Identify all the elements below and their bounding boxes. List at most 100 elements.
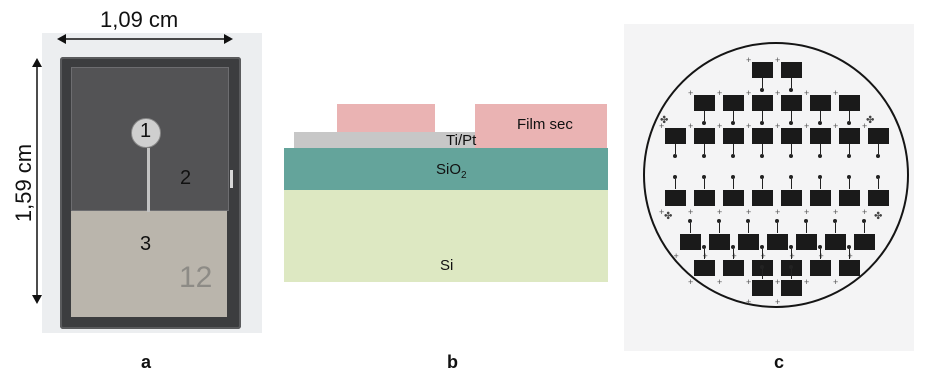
- sensor-lead: [805, 223, 807, 233]
- sensor-contact-dot: [673, 154, 677, 158]
- label-sio2: SiO2: [436, 161, 467, 181]
- sensor-cell: [723, 128, 744, 144]
- alignment-plus: +: [717, 207, 723, 217]
- alignment-plus: +: [717, 121, 723, 131]
- sensor-cell: [781, 190, 802, 206]
- layer-film-right: [475, 104, 607, 148]
- alignment-plus: +: [847, 251, 853, 261]
- chip-edge-highlight: [230, 170, 233, 188]
- alignment-plus: +: [833, 207, 839, 217]
- alignment-plus: +: [688, 88, 694, 98]
- chip-region-2: [71, 67, 229, 211]
- alignment-plus: +: [760, 251, 766, 261]
- alignment-plus: +: [746, 207, 752, 217]
- alignment-plus: +: [688, 277, 694, 287]
- alignment-plus: +: [702, 251, 708, 261]
- alignment-plus: +: [775, 277, 781, 287]
- sensor-cell: [839, 95, 860, 111]
- sensor-lead: [849, 179, 850, 189]
- sensor-contact-dot: [702, 175, 706, 179]
- sensor-contact-dot: [818, 245, 822, 249]
- sensor-cell: [752, 62, 773, 78]
- sensor-lead: [791, 179, 792, 189]
- sensor-lead: [704, 249, 705, 259]
- sensor-contact-dot: [861, 219, 866, 223]
- alignment-plus: +: [818, 251, 824, 261]
- sensor-contact-dot: [702, 245, 706, 249]
- chip-region-3-pad: [71, 211, 227, 317]
- sensor-lead: [820, 249, 821, 259]
- sensor-lead: [820, 111, 821, 121]
- sensor-contact-dot: [847, 245, 851, 249]
- sensor-cell: [853, 234, 875, 250]
- sensor-contact-dot: [760, 265, 764, 269]
- alignment-plus: +: [775, 297, 781, 307]
- sensor-contact-dot: [702, 154, 706, 158]
- sensor-contact-dot: [760, 154, 764, 158]
- caption-b: b: [447, 352, 458, 372]
- alignment-plus: +: [717, 88, 723, 98]
- sensor-cell: [694, 95, 715, 111]
- sensor-contact-dot: [731, 121, 735, 125]
- sensor-lead: [776, 223, 778, 233]
- sensor-lead: [863, 223, 865, 233]
- sensor-lead: [704, 179, 705, 189]
- sensor-cell: [839, 260, 860, 276]
- alignment-plus: +: [688, 207, 694, 217]
- sensor-contact-dot: [818, 154, 822, 158]
- alignment-plus: +: [717, 277, 723, 287]
- chip-electrode-1: [131, 118, 161, 148]
- alignment-plus: +: [833, 88, 839, 98]
- sensor-lead: [849, 111, 850, 121]
- sensor-contact-dot: [847, 121, 851, 125]
- alignment-plus: +: [731, 251, 737, 261]
- sensor-contact-dot: [818, 121, 822, 125]
- layer-sio2: [284, 148, 608, 190]
- sensor-lead: [820, 179, 821, 189]
- sensor-lead: [791, 249, 792, 259]
- sensor-contact-dot: [673, 175, 677, 179]
- sensor-cell: [824, 234, 846, 250]
- sensor-lead: [675, 179, 676, 189]
- sensor-cell: [810, 260, 831, 276]
- alignment-plus: +: [804, 88, 810, 98]
- sensor-cell: [708, 234, 730, 250]
- sensor-contact-dot: [789, 154, 793, 158]
- alignment-plus: +: [833, 277, 839, 287]
- label-tipt: Ti/Pt: [446, 132, 477, 149]
- sensor-lead: [791, 111, 792, 121]
- sensor-cell: [868, 128, 889, 144]
- alignment-plus: +: [746, 88, 752, 98]
- sensor-lead: [849, 249, 850, 259]
- sensor-cell: [839, 190, 860, 206]
- alignment-plus: +: [862, 207, 868, 217]
- sensor-lead: [733, 179, 734, 189]
- sensor-cell: [752, 128, 773, 144]
- sensor-cell: [781, 128, 802, 144]
- sensor-cell: [665, 128, 686, 144]
- sensor-cell: [737, 234, 759, 250]
- sensor-cell: [752, 190, 773, 206]
- label-si: Si: [440, 257, 454, 274]
- layer-tipt: [294, 132, 499, 148]
- region-label-2: 2: [180, 167, 192, 189]
- alignment-plus: +: [746, 121, 752, 131]
- region-label-1: 1: [140, 120, 152, 142]
- sensor-cell: [665, 190, 686, 206]
- region-label-3: 3: [140, 233, 152, 255]
- sensor-contact-dot: [687, 219, 692, 223]
- sensor-contact-dot: [731, 245, 735, 249]
- sensor-lead: [762, 111, 763, 121]
- alignment-plus: +: [789, 251, 795, 261]
- label-film-sec: Film sec: [517, 116, 573, 133]
- sensor-cell: [694, 260, 715, 276]
- wafer-outline: [643, 42, 909, 308]
- sensor-lead: [820, 144, 821, 154]
- alignment-plus: +: [775, 207, 781, 217]
- sensor-lead: [733, 249, 734, 259]
- width-dimension-arrow: [57, 34, 233, 44]
- sensor-cell: [723, 260, 744, 276]
- sensor-cell: [795, 234, 817, 250]
- alignment-mark: ✤: [664, 211, 673, 222]
